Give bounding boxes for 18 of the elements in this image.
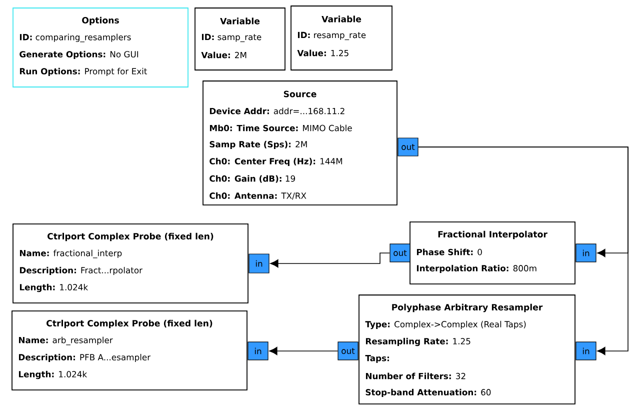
port-box: out <box>398 138 418 156</box>
block-box: Options ID: comparing_resamplers Generate Options: No GUI Run Options: Prompt for Exit <box>12 8 188 88</box>
arrow <box>270 252 390 268</box>
port-box: in <box>248 342 268 360</box>
port-box: out <box>338 342 358 360</box>
arrow <box>418 146 628 356</box>
block-box: Ctrlport Complex Probe (fixed len) Name: fractional_interp Description: Fract...rpolator Length: 1.024k <box>12 224 248 304</box>
block-box: Variable ID: samp_rate Value: 2M <box>194 8 286 70</box>
port-box: out <box>390 244 410 262</box>
port-box: in <box>248 254 270 274</box>
block-box: Variable ID: resamp_rate Value: 1.25 <box>290 6 392 70</box>
block-box: Fractional Interpolator Phase Shift: 0 Interpolation Ratio: 800m <box>410 222 576 284</box>
port-box: in <box>576 342 596 360</box>
block-box: Polyphase Arbitrary Resampler Type: Complex->Complex (Real Taps) Resampling Rate: 1.25 Taps: Number of Filters: 32 Stop-band Attenuation: 60 <box>358 294 576 404</box>
arrow <box>269 346 338 356</box>
block-box: Source Device Addr: addr=...168.11.2 Mb0: Time Source: MIMO Cable Samp Rate (Sps): 2M Ch0: Center Freq (Hz): 144M Ch0: Gain (dB): 19 Ch0: Antenna: TX/RX <box>202 80 398 206</box>
port-box: in <box>576 244 596 262</box>
block-box: Ctrlport Complex Probe (fixed len) Name: arb_resampler Description: PFB A...esampler Length: 1.024k <box>12 310 248 390</box>
